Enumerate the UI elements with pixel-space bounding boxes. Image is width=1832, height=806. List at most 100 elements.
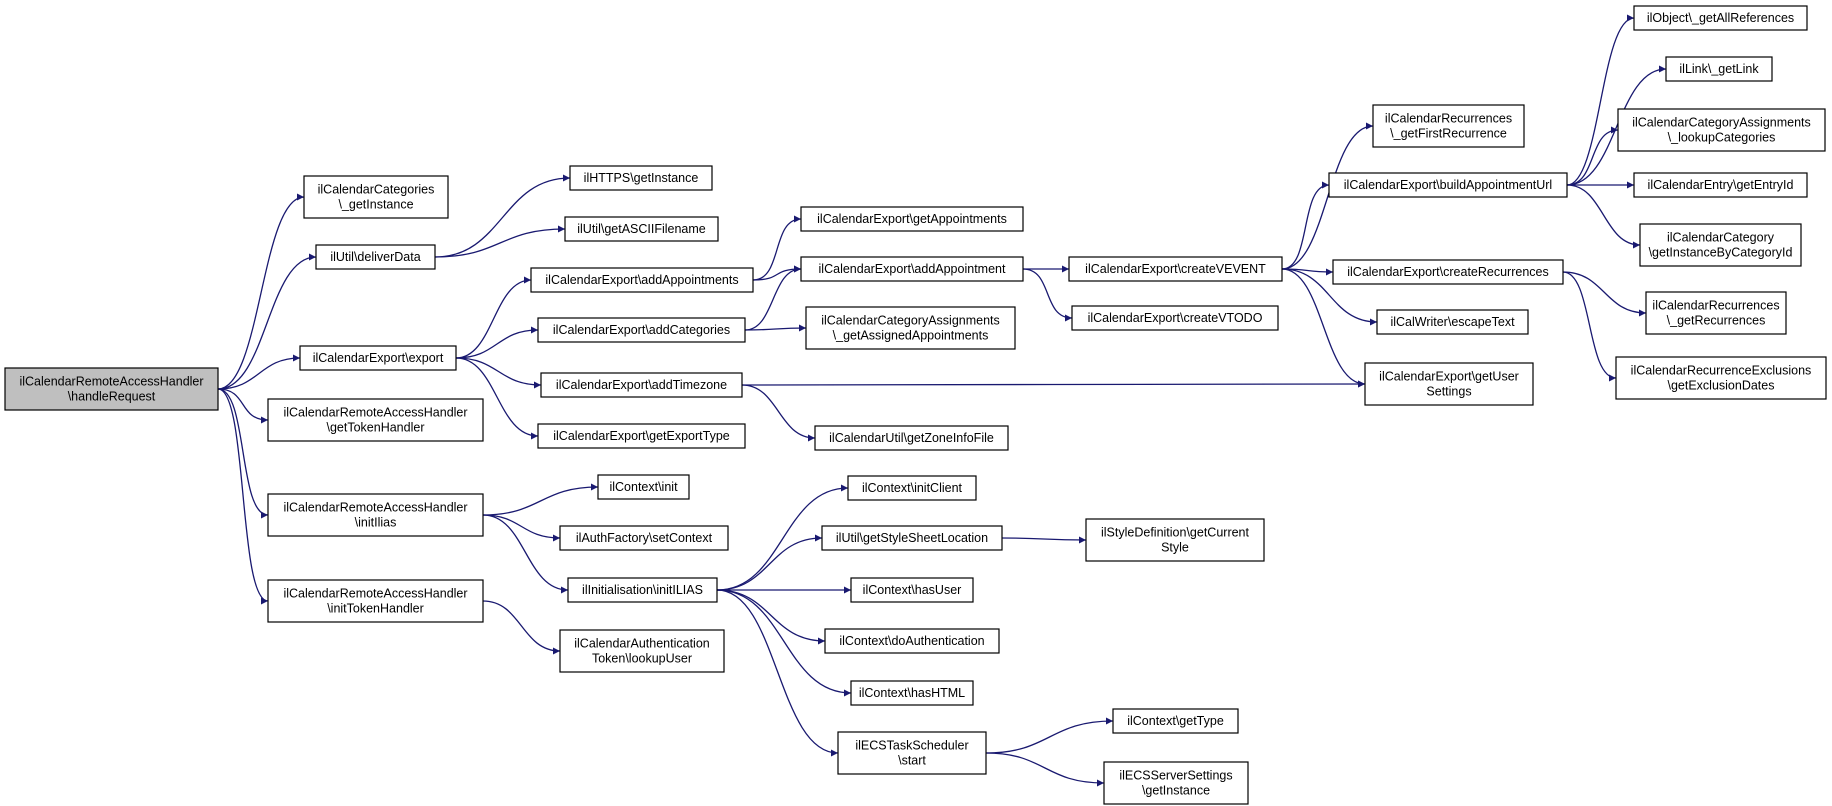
node-label-line: \_lookupCategories [1668, 131, 1776, 145]
node-getASCIIFilename[interactable]: ilUtil\getASCIIFilename [564, 216, 719, 242]
node-ecsServerGetInstance[interactable]: ilECSServerSettings\getInstance [1103, 761, 1249, 805]
node-addAppointments[interactable]: ilCalendarExport\addAppointments [530, 267, 754, 293]
node-getFirstRecurrence[interactable]: ilCalendarRecurrences\_getFirstRecurrenc… [1372, 104, 1525, 148]
node-box [303, 175, 449, 219]
node-createVEVENT[interactable]: ilCalendarExport\createVEVENT [1068, 256, 1283, 282]
node-escapeText[interactable]: ilCalWriter\escapeText [1376, 309, 1529, 335]
node-label-line: ilCalendarRemoteAccessHandler [283, 587, 467, 601]
edge-createRecurrences-to-getExclusionDates [1562, 271, 1617, 382]
node-doAuthentication[interactable]: ilContext\doAuthentication [824, 628, 1000, 654]
node-box [4, 367, 219, 411]
node-getAppointments[interactable]: ilCalendarExport\getAppointments [800, 206, 1024, 232]
edge-initILIAS-to-initClient [716, 484, 849, 591]
node-getLink[interactable]: ilLink\_getLink [1665, 56, 1773, 82]
node-box [559, 525, 729, 551]
node-getRecurrences[interactable]: ilCalendarRecurrences\_getRecurrences [1645, 291, 1787, 335]
node-lookupCategories[interactable]: ilCalendarCategoryAssignments\_lookupCat… [1617, 108, 1826, 152]
node-getType[interactable]: ilContext\getType [1112, 708, 1239, 734]
node-createRecurrences[interactable]: ilCalendarExport\createRecurrences [1332, 259, 1564, 285]
node-hasUser[interactable]: ilContext\hasUser [850, 577, 974, 603]
node-getExclusionDates[interactable]: ilCalendarRecurrenceExclusions\getExclus… [1615, 356, 1827, 400]
node-label-line: ilCalendarExport\getExportType [553, 429, 730, 443]
node-label-line: \_getFirstRecurrence [1390, 127, 1507, 141]
node-label-line: ilUtil\getASCIIFilename [577, 222, 706, 236]
edge-addAppointments-to-getAppointments [752, 215, 802, 281]
edge-path [741, 384, 816, 442]
edge-path [455, 276, 532, 359]
edge-path [752, 215, 802, 281]
node-box [1332, 259, 1564, 285]
node-httpsGetInstance[interactable]: ilHTTPS\getInstance [569, 165, 713, 191]
node-catGetInstance[interactable]: ilCalendarCategories\_getInstance [303, 175, 449, 219]
node-label-line: ilCalendarEntry\getEntryId [1648, 178, 1794, 192]
edge-path [217, 388, 269, 519]
node-box [559, 629, 725, 673]
node-box [1085, 518, 1265, 562]
node-box [824, 628, 1000, 654]
node-label-line: ilCalendarExport\getAppointments [817, 212, 1007, 226]
node-label-line: \initIlias [355, 516, 397, 530]
node-label-line: ilAuthFactory\setContext [576, 531, 713, 545]
edge-root-to-initTokenHandler [217, 388, 269, 605]
node-buildAppointmentUrl[interactable]: ilCalendarExport\buildAppointmentUrl [1328, 172, 1568, 198]
node-box [537, 423, 746, 449]
edge-path [985, 752, 1105, 787]
edge-path [1562, 271, 1617, 382]
node-setContext[interactable]: ilAuthFactory\setContext [559, 525, 729, 551]
node-initIlias[interactable]: ilCalendarRemoteAccessHandler\initIlias [267, 493, 484, 537]
node-box [530, 267, 754, 293]
node-label-line: \_getInstance [338, 198, 413, 212]
node-box [597, 474, 690, 500]
edge-path [716, 534, 823, 591]
node-box [564, 216, 719, 242]
node-box [805, 306, 1016, 350]
node-getInstanceByCategoryId[interactable]: ilCalendarCategory\getInstanceByCategory… [1639, 223, 1802, 267]
node-addTimezone[interactable]: ilCalendarExport\addTimezone [540, 372, 743, 398]
node-addAppointment[interactable]: ilCalendarExport\addAppointment [800, 256, 1024, 282]
node-label-line: ilCalendarExport\addAppointments [545, 273, 738, 287]
node-initClient[interactable]: ilContext\initClient [847, 475, 977, 501]
edge-createVEVENT-to-getUserSettings [1281, 268, 1366, 388]
node-getAllReferences[interactable]: ilObject\_getAllReferences [1633, 5, 1808, 31]
node-getStyleSheetLocation[interactable]: ilUtil\getStyleSheetLocation [821, 525, 1003, 551]
edge-path [455, 357, 539, 440]
node-getZoneInfoFile[interactable]: ilCalendarUtil\getZoneInfoFile [814, 425, 1009, 451]
node-label-line: ilCalendarCategoryAssignments [821, 314, 1000, 328]
node-ctxInit[interactable]: ilContext\init [597, 474, 690, 500]
edge-deliverData-to-httpsGetInstance [434, 174, 571, 258]
node-getExportType[interactable]: ilCalendarExport\getExportType [537, 423, 746, 449]
node-deliverData[interactable]: ilUtil\deliverData [315, 244, 436, 270]
node-initTokenHandler[interactable]: ilCalendarRemoteAccessHandler\initTokenH… [267, 579, 484, 623]
node-export[interactable]: ilCalendarExport\export [299, 345, 457, 371]
node-label-line: ilCalendarRemoteAccessHandler [283, 501, 467, 515]
node-box [299, 345, 457, 371]
edge-export-to-addCategories [455, 326, 539, 359]
node-initILIAS[interactable]: ilInitialisation\initILIAS [567, 577, 718, 603]
node-label-line: \getTokenHandler [327, 421, 425, 435]
edge-path [1281, 268, 1366, 388]
node-label-line: ilObject\_getAllReferences [1647, 11, 1794, 25]
node-createVTODO[interactable]: ilCalendarExport\createVTODO [1071, 305, 1279, 331]
node-label-line: ilCalendarExport\getUser [1379, 370, 1519, 384]
node-hasHTML[interactable]: ilContext\hasHTML [850, 680, 974, 706]
node-addCategories[interactable]: ilCalendarExport\addCategories [537, 317, 746, 343]
node-getAssignedAppointments[interactable]: ilCalendarCategoryAssignments\_getAssign… [805, 306, 1016, 350]
node-label-line: \getInstance [1142, 784, 1210, 798]
node-label-line: \getExclusionDates [1667, 379, 1774, 393]
node-label-line: ilCalendarRecurrenceExclusions [1631, 364, 1812, 378]
edge-initILIAS-to-hasHTML [716, 589, 852, 697]
node-getEntryId[interactable]: ilCalendarEntry\getEntryId [1633, 172, 1808, 198]
edge-path [217, 193, 305, 390]
node-getTokenHandler[interactable]: ilCalendarRemoteAccessHandler\getTokenHa… [267, 398, 484, 442]
node-label-line: ilCalendarExport\createRecurrences [1347, 265, 1548, 279]
edge-deliverData-to-getASCIIFilename [434, 225, 566, 258]
edge-root-to-getTokenHandler [217, 388, 269, 424]
edge-root-to-initIlias [217, 388, 269, 519]
edge-path [217, 253, 317, 390]
node-box [540, 372, 743, 398]
node-root[interactable]: ilCalendarRemoteAccessHandler\handleRequ… [4, 367, 219, 411]
node-ecsStart[interactable]: ilECSTaskScheduler\start [837, 731, 987, 775]
